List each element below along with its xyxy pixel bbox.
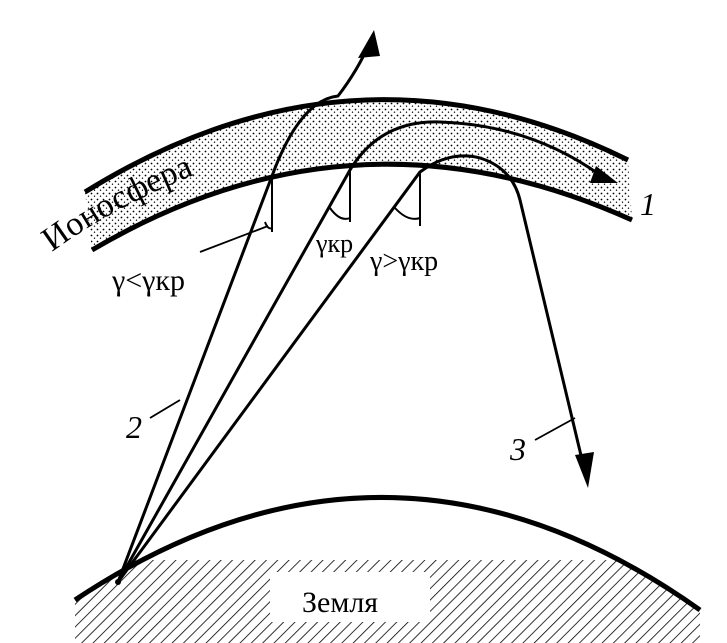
ray-2-leader [149,399,181,419]
ray-2-number: 2 [126,409,142,445]
earth-label: Земля [302,586,378,619]
ray-1-number: 1 [640,186,656,222]
ray-2-arrowhead [358,30,380,58]
ionosphere-lower-boundary [90,161,634,253]
ionosphere-layer [85,99,632,251]
ray-3-leader [534,417,576,441]
ray-1-path [116,120,601,583]
transmitter-point [115,579,121,585]
ray-2-path [116,41,372,583]
gamma-less-label: γ<γкр [111,264,185,297]
angle-arc-ray-3 [394,207,421,220]
angle-arc-ray-2 [264,221,273,230]
ray-3-arrowhead [575,452,594,488]
gamma-critical-label: γкр [315,229,353,258]
gamma-less-leader [199,225,269,253]
ionosphere-upper-boundary [83,97,630,195]
ray-3-path [116,154,586,583]
ray-1-arrowhead [590,166,618,183]
earth-label-backdrop [270,572,430,622]
gamma-greater-label: γ>γкр [369,246,438,277]
ray-3-number: 3 [509,431,526,467]
angle-arc-ray-1 [329,207,351,220]
